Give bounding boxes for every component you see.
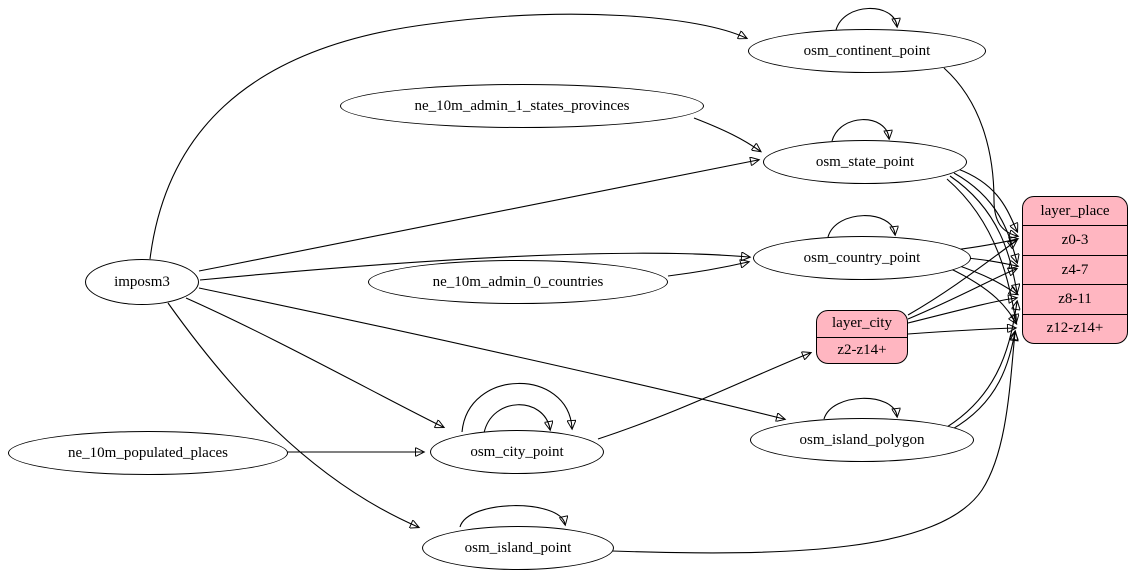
edge-osm_state_point-z4-7 [953, 172, 1017, 262]
edge-osm_city_point-layer_city [597, 353, 810, 440]
layer-place-row-z4-7: z4-7 [1023, 254, 1127, 284]
node-osm-state-point: osm_state_point [763, 140, 967, 184]
edge-layer_city-z0-3 [907, 241, 1016, 316]
selfloop-osm_continent_point [835, 7, 897, 31]
layer-place-title: layer_place [1040, 202, 1110, 219]
node-imposm3: imposm3 [85, 259, 199, 305]
node-osm-continent-point: osm_continent_point [748, 29, 986, 73]
selfloop-osm_island_polygon [823, 397, 897, 420]
edge-ne_10m_admin_1_states_provinces-osm_state_point [693, 117, 760, 151]
selfloop-osm_city_point-inner [483, 404, 550, 434]
edge-osm_island_polygon-z12-z14 [950, 332, 1015, 431]
node-ne-10m-admin-0-countries-label: ne_10m_admin_0_countries [432, 273, 604, 290]
node-imposm3-label: imposm3 [114, 273, 170, 290]
selfloop-osm_country_point [827, 215, 895, 238]
selfloop-osm_city_point-outer [461, 383, 572, 433]
layer-place-row-z0-3: z0-3 [1023, 225, 1127, 254]
layer-city-row-z2-z14: z2-z14+ [817, 336, 907, 364]
edge-imposm3-osm_state_point [198, 160, 758, 272]
edge-osm_state_point-z0-3 [957, 168, 1017, 231]
edge-osm_country_point-z12-z14 [948, 267, 1016, 323]
node-osm-island-point: osm_island_point [422, 526, 614, 570]
node-ne-10m-admin-1-states-provinces: ne_10m_admin_1_states_provinces [340, 84, 704, 128]
edge-osm_island_polygon-z8-11 [946, 302, 1017, 428]
edge-imposm3-osm_continent_point [149, 13, 746, 260]
edge-layer_city-z8-11 [907, 298, 1016, 324]
edge-layer_city-z4-7 [907, 269, 1016, 320]
layer-place-row-z12-z14: z12-z14+ [1023, 313, 1127, 343]
selfloop-osm_island_point [459, 505, 565, 528]
layer-place-row-z8-11: z8-11 [1023, 284, 1127, 313]
edge-osm_continent_point-z0-3 [943, 67, 1017, 236]
node-ne-10m-admin-1-states-provinces-label: ne_10m_admin_1_states_provinces [414, 97, 630, 114]
node-osm-country-point: osm_country_point [753, 236, 971, 280]
edge-imposm3-osm_island_polygon [198, 287, 784, 419]
node-osm-city-point: osm_city_point [430, 430, 604, 474]
node-ne-10m-populated-places-label: ne_10m_populated_places [68, 444, 228, 461]
node-osm-island-point-label: osm_island_point [464, 539, 572, 556]
node-osm-continent-point-label: osm_continent_point [803, 42, 931, 59]
node-layer-place: layer_place z0-3 z4-7 z8-11 z12-z14+ [1022, 196, 1128, 344]
edge-osm_island_point-z12-z14 [611, 333, 1015, 554]
edge-osm_country_point-z8-11 [953, 263, 1017, 294]
node-osm-island-polygon: osm_island_polygon [750, 418, 974, 462]
edge-osm_state_point-z8-11 [949, 175, 1017, 292]
node-osm-country-point-label: osm_country_point [803, 249, 921, 266]
node-osm-state-point-label: osm_state_point [815, 153, 915, 170]
edge-imposm3-osm_island_point [167, 302, 418, 527]
node-osm-island-polygon-label: osm_island_polygon [799, 431, 925, 448]
edge-imposm3-osm_city_point [185, 297, 443, 427]
edge-ne_10m_admin_0_countries-osm_country_point [667, 262, 748, 277]
node-ne-10m-populated-places: ne_10m_populated_places [8, 431, 288, 475]
layer-city-title: layer_city [832, 315, 892, 332]
edge-osm_country_point-z0-3 [953, 239, 1017, 251]
node-layer-city: layer_city z2-z14+ [816, 310, 908, 364]
node-osm-city-point-label: osm_city_point [470, 443, 564, 460]
selfloop-osm_state_point [831, 119, 889, 142]
edge-layer_city-z12-z14 [907, 328, 1015, 335]
edge-imposm3-osm_country_point [199, 253, 749, 281]
node-ne-10m-admin-0-countries: ne_10m_admin_0_countries [368, 260, 668, 304]
